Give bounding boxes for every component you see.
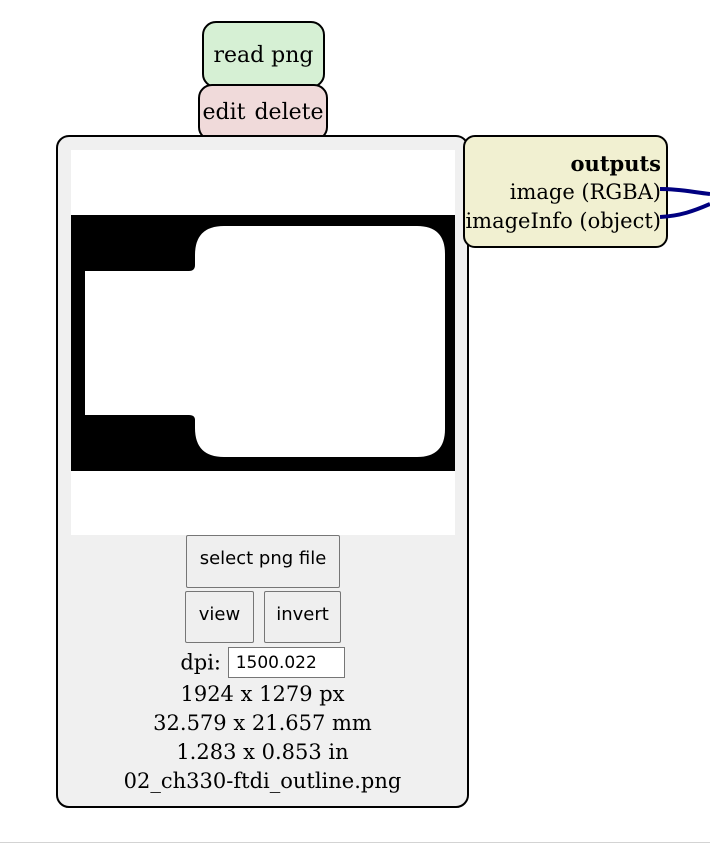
- pixel-dimensions: 1924 x 1279 px: [180, 682, 345, 706]
- outputs-panel: outputs image (RGBA) imageInfo (object): [463, 135, 668, 248]
- wire-image: [660, 187, 710, 196]
- dpi-input[interactable]: 1500.022: [227, 647, 345, 678]
- module-panel: select png file view invert dpi: 1500.02…: [56, 135, 469, 808]
- mm-dimensions: 32.579 x 21.657 mm: [153, 711, 372, 735]
- outline-image: [71, 150, 455, 535]
- file-name: 02_ch330-ftdi_outline.png: [123, 769, 402, 793]
- module-title-label: read png: [213, 43, 314, 68]
- image-preview: [71, 150, 455, 535]
- delete-link[interactable]: delete: [254, 100, 324, 125]
- dpi-label: dpi:: [180, 650, 221, 675]
- edit-link[interactable]: edit: [202, 100, 246, 125]
- inch-dimensions: 1.283 x 0.853 in: [176, 740, 349, 764]
- module-actions: edit delete: [198, 84, 328, 141]
- invert-button[interactable]: invert: [264, 591, 341, 643]
- page-divider: [0, 842, 710, 843]
- select-png-file-button[interactable]: select png file: [186, 535, 340, 588]
- module-title: read png: [202, 21, 325, 88]
- output-port-imageinfo[interactable]: imageInfo (object): [465, 209, 661, 233]
- outputs-header: outputs: [570, 151, 661, 176]
- view-button[interactable]: view: [185, 591, 254, 643]
- output-port-image[interactable]: image (RGBA): [509, 180, 661, 204]
- wire-imageinfo: [660, 202, 710, 219]
- dpi-row: dpi: 1500.022: [58, 647, 467, 678]
- output-wires: [660, 187, 710, 219]
